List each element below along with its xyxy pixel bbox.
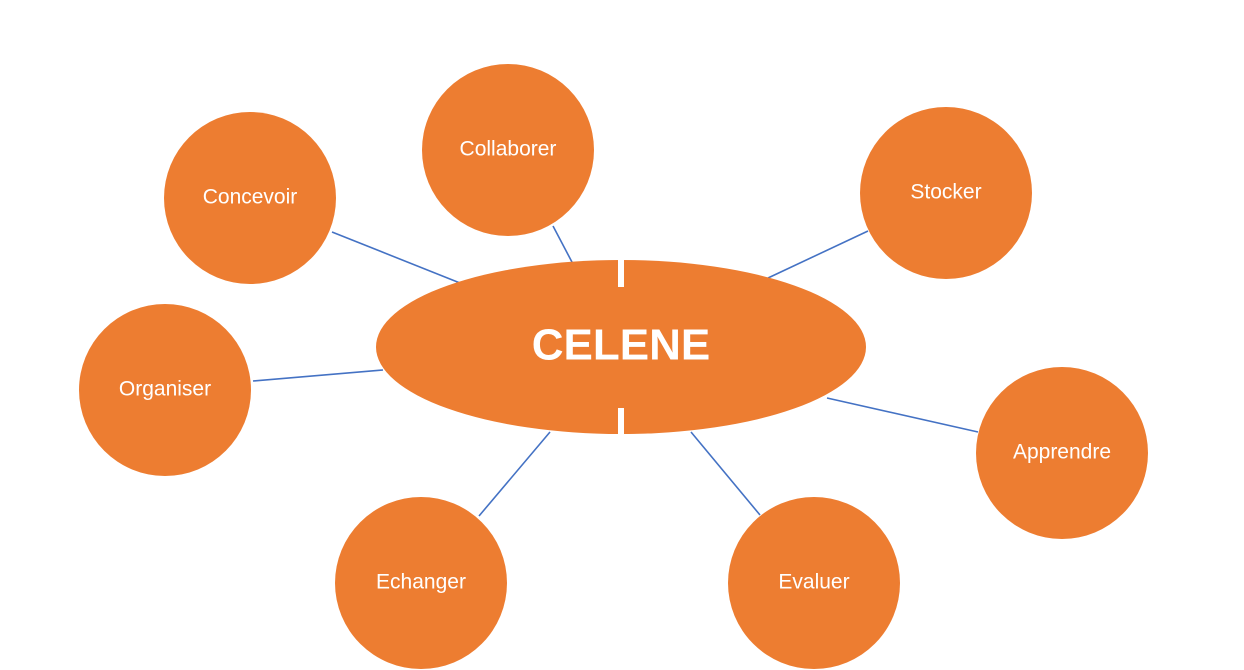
node-echanger[interactable]: Echanger	[335, 497, 507, 669]
center-bottom-tick	[618, 408, 624, 435]
connector-evaluer	[690, 431, 761, 516]
node-apprendre[interactable]: Apprendre	[976, 367, 1148, 539]
node-stocker-label: Stocker	[910, 181, 981, 204]
node-collaborer[interactable]: Collaborer	[422, 64, 594, 236]
node-evaluer[interactable]: Evaluer	[728, 497, 900, 669]
node-concevoir[interactable]: Concevoir	[164, 112, 336, 284]
node-stocker[interactable]: Stocker	[860, 107, 1032, 279]
node-concevoir-label: Concevoir	[203, 186, 298, 209]
connector-stocker	[767, 230, 869, 279]
node-echanger-circle[interactable]	[335, 497, 507, 669]
node-organiser-label: Organiser	[119, 378, 211, 401]
node-echanger-label: Echanger	[376, 571, 466, 594]
node-apprendre-circle[interactable]	[976, 367, 1148, 539]
connector-concevoir	[331, 231, 461, 284]
node-concevoir-circle[interactable]	[164, 112, 336, 284]
center-top-tick	[618, 260, 624, 287]
node-collaborer-label: Collaborer	[460, 138, 557, 161]
center-node[interactable]: CELENE	[376, 260, 866, 435]
connector-collaborer	[552, 225, 574, 265]
connector-apprendre	[826, 397, 979, 433]
connector-organiser	[252, 369, 384, 382]
node-organiser-circle[interactable]	[79, 304, 251, 476]
node-evaluer-label: Evaluer	[778, 571, 849, 594]
node-organiser[interactable]: Organiser	[79, 304, 251, 476]
node-stocker-circle[interactable]	[860, 107, 1032, 279]
connector-lines	[252, 225, 979, 517]
node-evaluer-circle[interactable]	[728, 497, 900, 669]
node-apprendre-label: Apprendre	[1013, 441, 1111, 464]
center-label: CELENE	[532, 321, 710, 370]
node-collaborer-circle[interactable]	[422, 64, 594, 236]
center-ellipse[interactable]	[376, 260, 866, 434]
connector-echanger	[478, 431, 551, 517]
